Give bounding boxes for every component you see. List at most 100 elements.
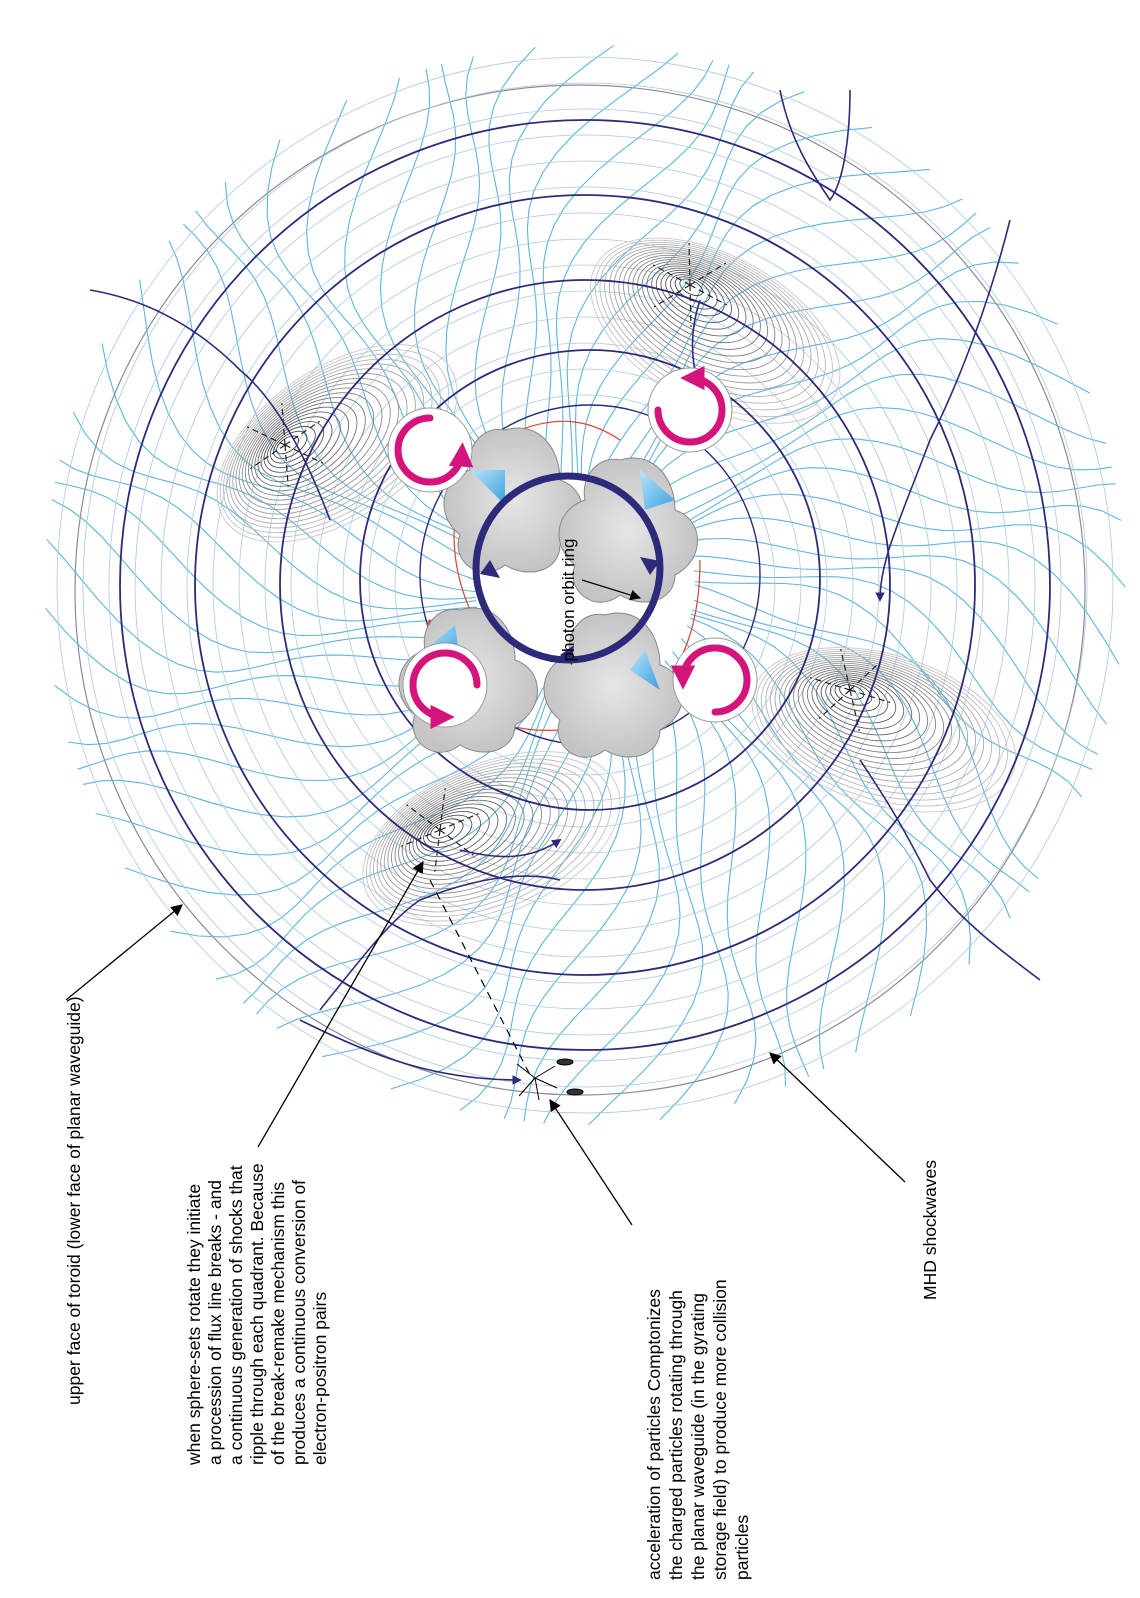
shock-contour [376, 766, 586, 908]
spin-arrow-bottom-right [670, 644, 751, 716]
shock-contour [797, 666, 937, 754]
shock-contour [273, 430, 308, 459]
flux-line [266, 139, 486, 540]
shock-ray [849, 661, 882, 691]
shock-contour [765, 653, 993, 795]
burst-dash-line [429, 879, 531, 1076]
shock-ray [652, 264, 691, 286]
flux-line [72, 412, 477, 610]
shock-contour [660, 269, 733, 323]
shock-contour [251, 397, 366, 492]
shock-contour [674, 276, 711, 303]
shock-contour [398, 788, 534, 881]
svg-text:a procession of flux line brea: a procession of flux line breaks - and [205, 1180, 225, 1465]
flux-line [256, 694, 575, 1015]
orbit-ring-outer [119, 119, 1051, 1051]
flux-line [691, 555, 1099, 755]
shock-contour [373, 762, 595, 913]
shock-contour [419, 810, 481, 853]
flux-ring [290, 290, 880, 880]
shock-contour [646, 263, 754, 344]
shock-contour [244, 387, 383, 501]
shock-contour [216, 344, 458, 543]
shock-contour [405, 796, 516, 871]
flux-line [694, 581, 1083, 798]
orbit-rings [119, 119, 1051, 1051]
shock-contour [669, 274, 718, 310]
shock-contour [269, 425, 316, 464]
flux-line [566, 71, 755, 476]
mhd-shock-clusters [216, 237, 1017, 927]
shock-contour [426, 818, 464, 844]
shock-contour [380, 769, 577, 904]
shock-ray [284, 444, 289, 487]
flux-line [651, 373, 1107, 499]
flux-ring [160, 160, 1010, 1010]
flux-line [556, 64, 730, 478]
svg-text:storage field) to produce more: storage field) to produce more collision [710, 1279, 730, 1580]
flux-line [689, 617, 928, 1017]
shock-contour [618, 250, 797, 384]
shock-contour [839, 684, 865, 700]
shock-ray [689, 262, 727, 286]
shock-contour [665, 272, 725, 317]
shock-ray [249, 444, 286, 470]
arrow-acceleration [549, 1099, 633, 1226]
shock-contour [783, 660, 961, 771]
flux-ring [108, 108, 1062, 1062]
flux-line [663, 406, 1113, 509]
shock-contour [679, 278, 704, 297]
flux-ring [238, 238, 932, 932]
flux-line [276, 694, 591, 1029]
flux-line [587, 670, 704, 1126]
shock-contour [232, 368, 416, 520]
flux-line [459, 692, 626, 1111]
shock-ray [689, 284, 728, 306]
arrow-sphere-sets [257, 860, 424, 1148]
core-cap-top-right [640, 470, 675, 510]
shock-contour [816, 674, 905, 730]
shock-ray [809, 677, 851, 691]
shock-cluster [362, 751, 621, 927]
shock-ray [849, 689, 860, 732]
shock-contour [383, 773, 569, 899]
flux-line [679, 493, 1126, 588]
shock-contour [637, 259, 769, 357]
shock-contour [412, 803, 499, 862]
shock-ray [818, 689, 851, 719]
flux-line [681, 517, 1120, 665]
svg-text:MHD shockwaves: MHD shockwaves [920, 1160, 940, 1300]
shock-contour [257, 406, 350, 483]
flux-line [657, 666, 729, 1121]
shock-contour [241, 382, 391, 506]
flux-line [694, 570, 1093, 771]
shock-contour [627, 254, 783, 370]
label-sphere-sets: when sphere-sets rotate they initiate a … [184, 1163, 330, 1466]
orbit-ring-3 [194, 194, 976, 976]
flux-ring [56, 56, 1114, 1114]
flux-line [390, 692, 613, 1090]
flux-ring [82, 82, 1088, 1088]
shock-contour [248, 392, 375, 496]
shock-contour [820, 676, 897, 724]
shock-contour [222, 353, 441, 534]
shock-contour [235, 373, 408, 515]
shock-contour [365, 754, 612, 922]
flux-line [101, 343, 476, 600]
flux-line [500, 45, 614, 493]
spin-arrow-top-right [654, 365, 726, 446]
photon-orbit-arrows [480, 557, 660, 665]
shock-ray [439, 813, 479, 831]
shock-ray [284, 444, 324, 464]
shock-contour [276, 435, 300, 455]
shock-contour [260, 411, 341, 478]
flux-line [321, 693, 602, 1058]
shock-contour [387, 777, 560, 894]
svg-text:particles: particles [732, 1515, 752, 1580]
flux-ring [394, 394, 776, 776]
comptonization-burst [516, 1058, 584, 1101]
shock-contour [226, 358, 433, 529]
callout-arrows [65, 860, 906, 1226]
label-upper-face: upper face of toroid (lower face of plan… [64, 996, 84, 1405]
flux-rings [56, 56, 1114, 1114]
